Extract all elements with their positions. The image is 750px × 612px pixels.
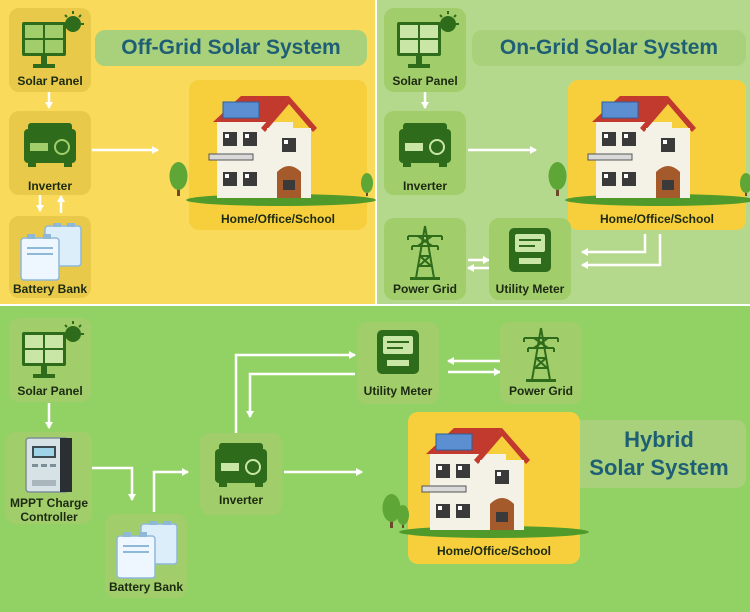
house-icon bbox=[169, 96, 376, 206]
hybrid-solar-panel-node: Solar Panel bbox=[9, 318, 91, 402]
hybrid-utility-meter-node: Utility Meter bbox=[357, 322, 439, 404]
ongrid-utility-meter-node: Utility Meter bbox=[489, 218, 571, 300]
offgrid-inverter-node: Inverter bbox=[9, 111, 91, 195]
offgrid-solar-panel-label: Solar Panel bbox=[17, 74, 83, 88]
ongrid-power-grid-node: Power Grid bbox=[384, 218, 466, 300]
hybrid-mppt-label-line2: Controller bbox=[20, 510, 78, 524]
solar-panel-icon bbox=[397, 11, 459, 68]
ongrid-utility-meter-label: Utility Meter bbox=[495, 282, 565, 296]
house-icon bbox=[382, 428, 589, 538]
hybrid-power-grid-node: Power Grid bbox=[500, 322, 582, 404]
ongrid-inverter-label: Inverter bbox=[402, 179, 448, 193]
battery-bank-icon bbox=[116, 521, 178, 579]
mppt-charge-controller-icon bbox=[25, 437, 72, 493]
hybrid-mppt-node: MPPT Charge Controller bbox=[6, 432, 92, 524]
power-grid-tower-icon bbox=[523, 327, 559, 382]
inverter-icon bbox=[399, 123, 451, 167]
offgrid-inverter-label: Inverter bbox=[27, 179, 73, 193]
offgrid-solar-panel-node: Solar Panel bbox=[9, 8, 91, 92]
ongrid-home-label: Home/Office/School bbox=[599, 212, 715, 226]
hybrid-inverter-node: Inverter bbox=[200, 433, 282, 515]
hybrid-title: Hybrid Solar System bbox=[572, 420, 746, 488]
ongrid-title: On-Grid Solar System bbox=[472, 30, 746, 66]
power-grid-tower-icon bbox=[407, 225, 443, 280]
hybrid-inverter-label: Inverter bbox=[218, 493, 264, 507]
hybrid-battery-label: Battery Bank bbox=[108, 580, 184, 594]
utility-meter-icon bbox=[509, 228, 551, 272]
inverter-icon bbox=[215, 443, 267, 487]
inverter-icon bbox=[24, 123, 76, 167]
offgrid-battery-node: Battery Bank bbox=[9, 216, 91, 298]
house-icon bbox=[548, 96, 750, 206]
ongrid-power-grid-label: Power Grid bbox=[392, 282, 457, 296]
solar-panel-icon bbox=[22, 321, 84, 378]
ongrid-inverter-node: Inverter bbox=[384, 111, 466, 195]
hybrid-utility-meter-label: Utility Meter bbox=[363, 384, 433, 398]
solar-panel-icon bbox=[22, 11, 84, 68]
ongrid-home-node: Home/Office/School bbox=[548, 80, 750, 230]
hybrid-battery-node: Battery Bank bbox=[105, 514, 187, 598]
hybrid-title-line2: Solar System bbox=[589, 455, 729, 480]
ongrid-solar-panel-node: Solar Panel bbox=[384, 8, 466, 92]
hybrid-solar-panel-label: Solar Panel bbox=[17, 384, 83, 398]
offgrid-home-label: Home/Office/School bbox=[220, 212, 336, 226]
hybrid-home-label: Home/Office/School bbox=[436, 544, 552, 558]
hybrid-home-node: Home/Office/School bbox=[382, 412, 589, 564]
battery-bank-icon bbox=[20, 223, 82, 281]
hybrid-power-grid-label: Power Grid bbox=[508, 384, 573, 398]
utility-meter-icon bbox=[377, 330, 419, 374]
hybrid-title-line1: Hybrid bbox=[624, 427, 694, 452]
hybrid-mppt-label-line1: MPPT Charge bbox=[9, 496, 88, 510]
offgrid-battery-label: Battery Bank bbox=[12, 282, 88, 296]
offgrid-title: Off-Grid Solar System bbox=[95, 30, 367, 66]
ongrid-solar-panel-label: Solar Panel bbox=[392, 74, 458, 88]
offgrid-home-node: Home/Office/School bbox=[169, 80, 376, 230]
